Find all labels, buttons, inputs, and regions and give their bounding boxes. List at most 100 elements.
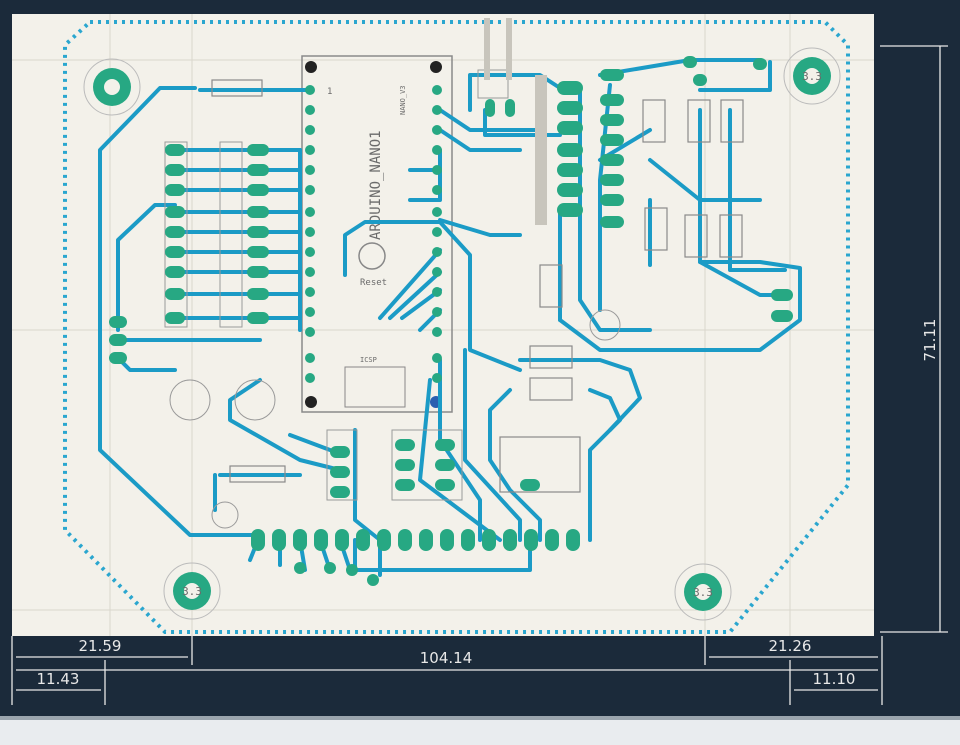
pad[interactable] bbox=[356, 529, 370, 551]
pad[interactable] bbox=[294, 562, 306, 574]
pad[interactable] bbox=[305, 353, 315, 363]
pad[interactable] bbox=[503, 529, 517, 551]
pad[interactable] bbox=[432, 185, 442, 195]
pad[interactable] bbox=[693, 74, 707, 86]
pad[interactable] bbox=[305, 287, 315, 297]
pad[interactable] bbox=[305, 373, 315, 383]
diode-array[interactable] bbox=[529, 99, 744, 401]
pad[interactable] bbox=[324, 562, 336, 574]
resistor-footprints[interactable] bbox=[211, 79, 581, 493]
pad[interactable] bbox=[557, 163, 583, 177]
pad-layer[interactable] bbox=[109, 56, 793, 586]
pad[interactable] bbox=[432, 373, 442, 383]
pad[interactable] bbox=[395, 459, 415, 471]
pad[interactable] bbox=[247, 144, 269, 156]
mounting-hole-top-right[interactable]: 3.3 bbox=[783, 47, 841, 105]
pad[interactable] bbox=[165, 226, 185, 238]
pad[interactable] bbox=[482, 529, 496, 551]
pad[interactable] bbox=[435, 479, 455, 491]
pad[interactable] bbox=[557, 81, 583, 95]
pad[interactable] bbox=[432, 267, 442, 277]
mounting-hole-bottom-right[interactable]: 3.3 bbox=[674, 563, 732, 621]
pad[interactable] bbox=[557, 203, 583, 217]
pad[interactable] bbox=[432, 125, 442, 135]
pad[interactable] bbox=[432, 227, 442, 237]
pad[interactable] bbox=[461, 529, 475, 551]
pad[interactable] bbox=[395, 479, 415, 491]
pad[interactable] bbox=[247, 288, 269, 300]
pad[interactable] bbox=[432, 207, 442, 217]
pad[interactable] bbox=[165, 164, 185, 176]
pad[interactable] bbox=[305, 267, 315, 277]
pad[interactable] bbox=[398, 529, 412, 551]
pad[interactable] bbox=[247, 246, 269, 258]
mounting-hole-top-left[interactable] bbox=[83, 58, 141, 116]
pad[interactable] bbox=[247, 164, 269, 176]
pad[interactable] bbox=[566, 529, 580, 551]
pad[interactable] bbox=[600, 194, 624, 206]
pad[interactable] bbox=[305, 207, 315, 217]
pad[interactable] bbox=[600, 174, 624, 186]
pad[interactable] bbox=[432, 353, 442, 363]
pad[interactable] bbox=[305, 105, 315, 115]
pad[interactable] bbox=[165, 144, 185, 156]
pad[interactable] bbox=[247, 226, 269, 238]
pad[interactable] bbox=[600, 216, 624, 228]
pad[interactable] bbox=[432, 145, 442, 155]
pad[interactable] bbox=[753, 58, 767, 70]
pad[interactable] bbox=[432, 85, 442, 95]
pad[interactable] bbox=[600, 134, 624, 146]
pad[interactable] bbox=[165, 184, 185, 196]
pad[interactable] bbox=[377, 529, 391, 551]
pad[interactable] bbox=[305, 227, 315, 237]
pad[interactable] bbox=[330, 446, 350, 458]
pad[interactable] bbox=[165, 312, 185, 324]
pad[interactable] bbox=[330, 466, 350, 478]
pad[interactable] bbox=[524, 529, 538, 551]
pad[interactable] bbox=[247, 312, 269, 324]
pad[interactable] bbox=[600, 154, 624, 166]
pad[interactable] bbox=[165, 206, 185, 218]
pad[interactable] bbox=[109, 316, 127, 328]
pad[interactable] bbox=[367, 574, 379, 586]
pad[interactable] bbox=[771, 310, 793, 322]
pad[interactable] bbox=[305, 85, 315, 95]
pad[interactable] bbox=[305, 145, 315, 155]
pad[interactable] bbox=[330, 486, 350, 498]
pad[interactable] bbox=[419, 529, 433, 551]
pad[interactable] bbox=[247, 206, 269, 218]
pad[interactable] bbox=[600, 94, 624, 106]
pad[interactable] bbox=[557, 143, 583, 157]
pad[interactable] bbox=[247, 184, 269, 196]
pad[interactable] bbox=[272, 529, 286, 551]
pad[interactable] bbox=[432, 247, 442, 257]
pad[interactable] bbox=[109, 334, 127, 346]
pad[interactable] bbox=[432, 327, 442, 337]
pad[interactable] bbox=[165, 266, 185, 278]
pad[interactable] bbox=[109, 352, 127, 364]
pad[interactable] bbox=[165, 288, 185, 300]
pad[interactable] bbox=[165, 246, 185, 258]
pad[interactable] bbox=[305, 165, 315, 175]
pad[interactable] bbox=[305, 185, 315, 195]
pad[interactable] bbox=[435, 459, 455, 471]
pad[interactable] bbox=[305, 307, 315, 317]
pad[interactable] bbox=[335, 529, 349, 551]
pad[interactable] bbox=[545, 529, 559, 551]
pad[interactable] bbox=[314, 529, 328, 551]
header-footprints[interactable] bbox=[164, 69, 621, 529]
pad[interactable] bbox=[505, 99, 515, 117]
pad[interactable] bbox=[305, 247, 315, 257]
pad[interactable] bbox=[683, 56, 697, 68]
pad[interactable] bbox=[520, 479, 540, 491]
pad[interactable] bbox=[432, 165, 442, 175]
pad[interactable] bbox=[432, 105, 442, 115]
pad[interactable] bbox=[600, 69, 624, 81]
pad[interactable] bbox=[432, 287, 442, 297]
pad[interactable] bbox=[432, 307, 442, 317]
pad[interactable] bbox=[485, 99, 495, 117]
pad[interactable] bbox=[395, 439, 415, 451]
pad[interactable] bbox=[305, 125, 315, 135]
pad[interactable] bbox=[440, 529, 454, 551]
